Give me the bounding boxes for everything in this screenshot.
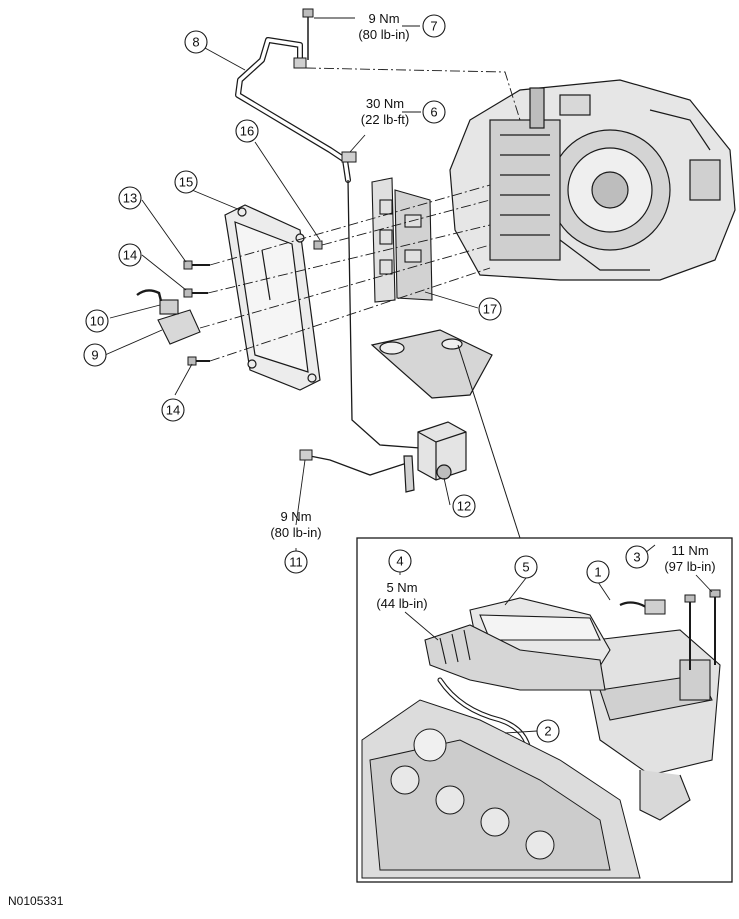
callout-circle bbox=[85, 309, 109, 333]
leader-lines bbox=[104, 17, 713, 734]
callout-number: 16 bbox=[240, 124, 254, 139]
callout-14b: 14 bbox=[161, 398, 185, 422]
callout-circle bbox=[478, 297, 502, 321]
callout-17: 17 bbox=[478, 297, 502, 321]
callout-2: 2 bbox=[536, 719, 560, 743]
callout-10: 10 bbox=[85, 309, 109, 333]
callout-5: 5 bbox=[514, 555, 538, 579]
torque-7-line1: 9 Nm bbox=[368, 11, 399, 26]
callout-circle bbox=[536, 719, 560, 743]
callout-circle bbox=[174, 170, 198, 194]
callout-16: 16 bbox=[235, 119, 259, 143]
callout-number: 6 bbox=[430, 105, 437, 120]
callout-number: 4 bbox=[396, 554, 403, 569]
callout-number: 10 bbox=[90, 314, 104, 329]
figure-id: N0105331 bbox=[8, 894, 64, 908]
torque-6-line1: 30 Nm bbox=[366, 96, 404, 111]
vent-tube-illustration bbox=[235, 8, 357, 183]
reservoir-box-illustration bbox=[403, 421, 467, 493]
air-tube-illustration bbox=[299, 179, 421, 476]
callout-number: 15 bbox=[179, 175, 193, 190]
callout-number: 1 bbox=[594, 565, 601, 580]
torque-3-line2: (97 lb-in) bbox=[664, 559, 715, 574]
callout-circle bbox=[161, 398, 185, 422]
callout-12: 12 bbox=[452, 494, 476, 518]
callout-7: 7 bbox=[422, 14, 446, 38]
assembly-dashed-lines bbox=[199, 67, 521, 362]
torque-spec-11: 9 Nm (80 lb-in) bbox=[270, 509, 321, 540]
callout-number: 13 bbox=[123, 191, 137, 206]
callout-number: 9 bbox=[91, 348, 98, 363]
callout-9: 9 bbox=[83, 343, 107, 367]
callout-circle bbox=[586, 560, 610, 584]
callout-number: 2 bbox=[544, 724, 551, 739]
callout-number: 14 bbox=[123, 248, 137, 263]
callout-number: 14 bbox=[166, 403, 180, 418]
torque-4-line2: (44 lb-in) bbox=[376, 596, 427, 611]
callout-circle bbox=[625, 545, 649, 569]
bolts-illustration bbox=[183, 240, 323, 366]
side-cover-illustration bbox=[224, 204, 321, 391]
torque-6-line2: (22 lb-ft) bbox=[361, 112, 409, 127]
torque-11-line2: (80 lb-in) bbox=[270, 525, 321, 540]
callout-circle bbox=[184, 30, 208, 54]
callout-circle bbox=[422, 100, 446, 124]
callout-15: 15 bbox=[174, 170, 198, 194]
callout-13: 13 bbox=[118, 186, 142, 210]
callout-circle bbox=[422, 14, 446, 38]
torque-spec-4: 5 Nm (44 lb-in) bbox=[376, 580, 427, 611]
callout-number: 7 bbox=[430, 19, 437, 34]
callout-circle bbox=[118, 186, 142, 210]
callout-4: 4 bbox=[388, 549, 412, 573]
callout-8: 8 bbox=[184, 30, 208, 54]
callout-11: 11 bbox=[284, 550, 308, 574]
callout-circle bbox=[388, 549, 412, 573]
torque-11-line1: 9 Nm bbox=[280, 509, 311, 524]
torque-7-line2: (80 lb-in) bbox=[358, 27, 409, 42]
callout-6: 6 bbox=[422, 100, 446, 124]
sensor-module-illustration bbox=[136, 289, 201, 345]
callout-14a: 14 bbox=[118, 243, 142, 267]
callout-3: 3 bbox=[625, 545, 649, 569]
callout-number: 11 bbox=[289, 555, 303, 570]
torque-spec-3: 11 Nm (97 lb-in) bbox=[664, 543, 715, 574]
callout-1: 1 bbox=[586, 560, 610, 584]
transmission-illustration bbox=[449, 79, 736, 281]
callout-number: 5 bbox=[522, 560, 529, 575]
valve-body-illustration bbox=[371, 177, 433, 303]
bracket-plate-illustration bbox=[370, 329, 493, 399]
inset-engine-detail bbox=[356, 344, 733, 883]
callout-number: 12 bbox=[457, 499, 471, 514]
callout-circle bbox=[118, 243, 142, 267]
torque-4-line1: 5 Nm bbox=[386, 580, 417, 595]
callout-circle bbox=[452, 494, 476, 518]
callout-circle bbox=[235, 119, 259, 143]
torque-spec-6: 30 Nm (22 lb-ft) bbox=[361, 96, 409, 127]
torque-3-line1: 11 Nm bbox=[671, 543, 708, 558]
torque-spec-7: 9 Nm (80 lb-in) bbox=[358, 11, 409, 42]
callout-number: 17 bbox=[483, 302, 497, 317]
callout-number: 3 bbox=[633, 550, 640, 565]
callout-circle bbox=[514, 555, 538, 579]
callout-circle bbox=[284, 550, 308, 574]
callout-circle bbox=[83, 343, 107, 367]
callout-number: 8 bbox=[192, 35, 199, 50]
